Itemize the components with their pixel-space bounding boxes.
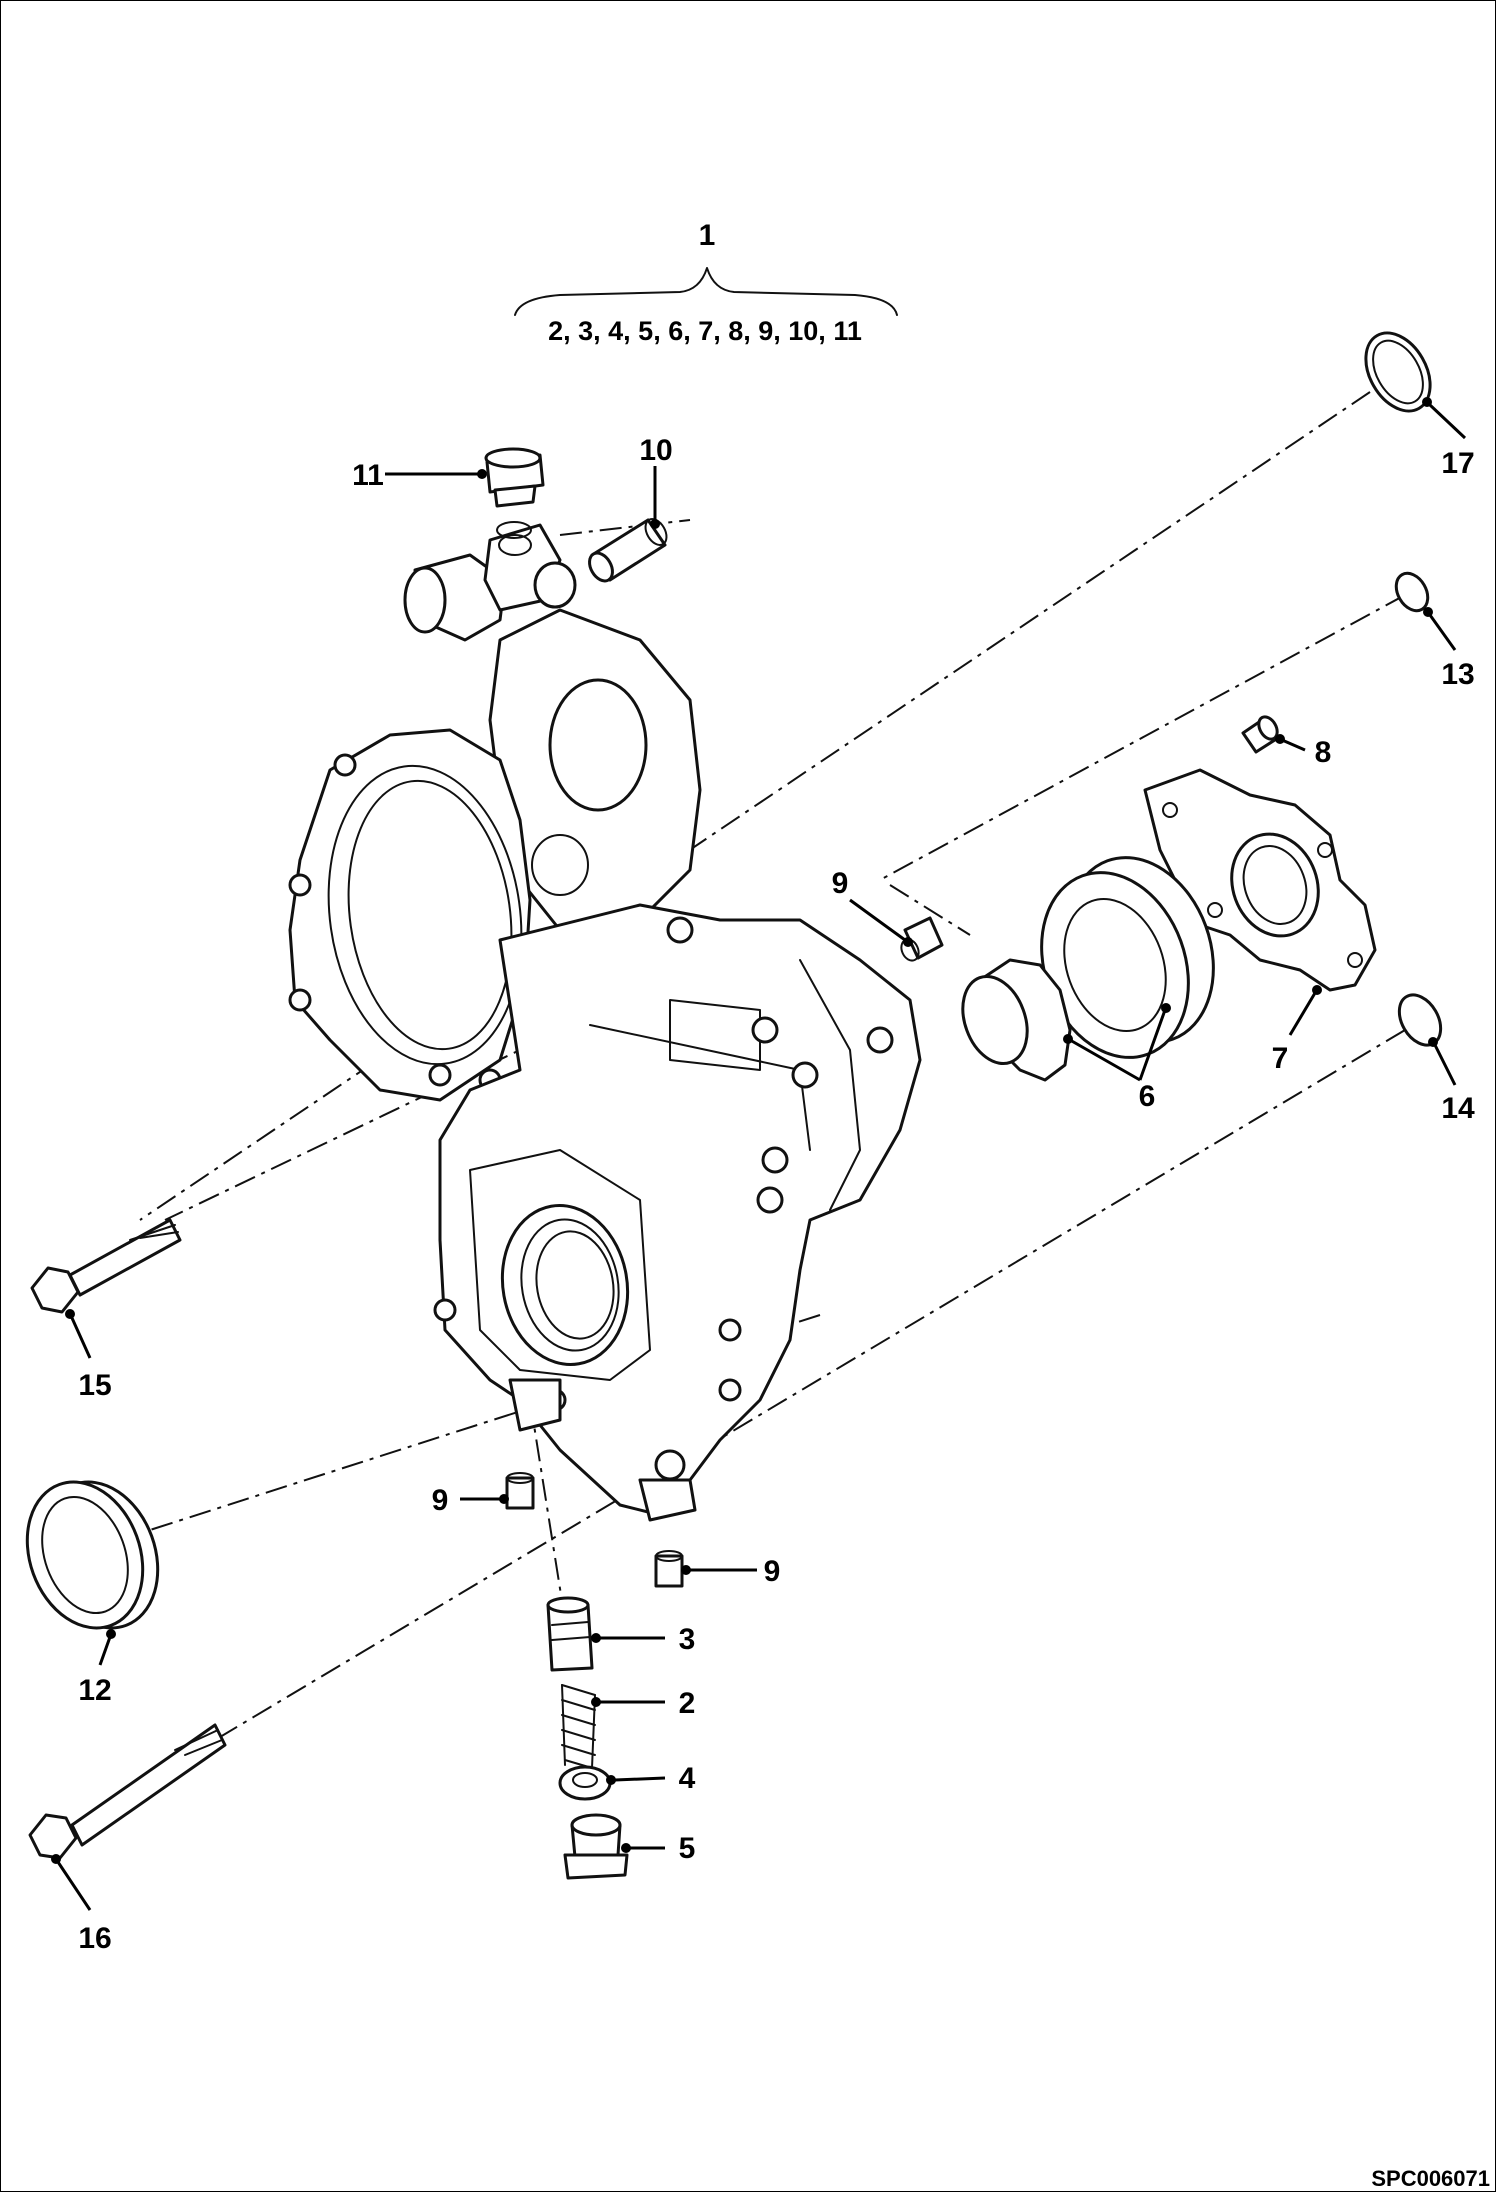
group-members-label: 2, 3, 4, 5, 6, 7, 8, 9, 10, 11: [548, 316, 862, 346]
pin-part-9-lower: [654, 1550, 684, 1588]
callout-14: 14: [1441, 1092, 1475, 1125]
figure-code: SPC006071: [1371, 2166, 1490, 2191]
callout-7: 7: [1272, 1042, 1289, 1075]
callout-3: 3: [679, 1623, 696, 1656]
callout-10: 10: [639, 434, 672, 467]
callout-9-lower: 9: [764, 1555, 781, 1588]
callout-9-upper: 9: [832, 867, 849, 900]
pin-part-9-upper: [900, 916, 944, 962]
inner-rotor-part-6: [961, 958, 1072, 1082]
group-callout: 1 2, 3, 4, 5, 6, 7, 8, 9, 10, 11: [514, 219, 898, 346]
pin-part-9-left: [505, 1472, 535, 1510]
callout-12: 12: [78, 1674, 111, 1707]
screw-part-8: [1241, 715, 1280, 754]
bolt-part-15: [30, 1218, 182, 1314]
o-ring-part-14: [1397, 993, 1443, 1047]
o-ring-part-17: [1364, 331, 1432, 413]
leader-lines: [51, 397, 1467, 1911]
callout-15: 15: [78, 1369, 111, 1402]
gear-case-housing: [288, 523, 922, 1522]
callout-9-left: 9: [432, 1484, 449, 1517]
valve-plunger-part-3: [546, 1596, 594, 1672]
o-ring-part-13: [1394, 571, 1430, 613]
plug-part-11: [484, 447, 545, 539]
callout-17: 17: [1441, 447, 1474, 480]
callout-numbers: 11 10 17 13 8 9 7 6 14 15 9 9 3 2 4 5 12…: [78, 434, 1475, 1955]
bolt-part-16: [28, 1723, 227, 1860]
callout-1: 1: [699, 219, 716, 252]
callout-11: 11: [352, 459, 384, 492]
callout-4: 4: [679, 1762, 696, 1795]
washer-part-4: [558, 1765, 612, 1801]
sleeve-part-10: [588, 518, 668, 583]
callout-5: 5: [679, 1832, 696, 1865]
seal-ring-part-12: [25, 1480, 160, 1630]
outer-rotor-part-6: [1040, 856, 1215, 1059]
callout-16: 16: [78, 1922, 111, 1955]
callout-6: 6: [1139, 1080, 1156, 1113]
spring-part-2: [561, 1684, 596, 1769]
callout-2: 2: [679, 1687, 696, 1720]
callout-8: 8: [1315, 736, 1332, 769]
plug-part-5: [563, 1813, 629, 1880]
callout-13: 13: [1441, 658, 1474, 691]
